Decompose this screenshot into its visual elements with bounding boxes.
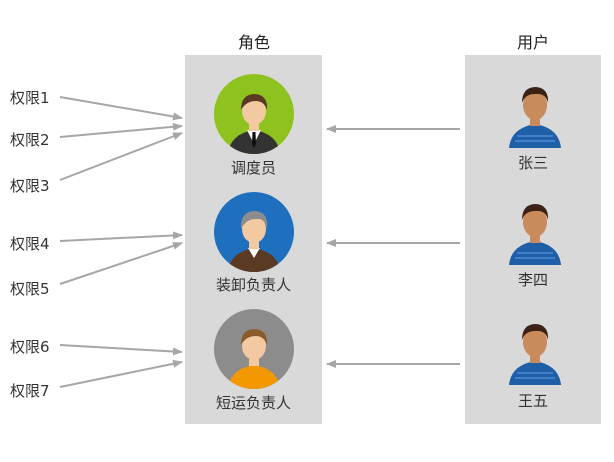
perm3-to-role1-arrow [59, 132, 183, 181]
permission-label: 权限3 [10, 177, 50, 195]
user-name-wangwu: 王五 [517, 392, 548, 410]
role-avatar-loading-lead-icon [214, 192, 294, 272]
roles-header: 角色 [237, 33, 270, 52]
user-name-lisi: 李四 [517, 271, 548, 289]
role-avatar-dispatcher-icon [214, 74, 294, 154]
perm4-to-role2-arrow [59, 231, 183, 242]
permission-label: 权限5 [10, 280, 50, 298]
user-avatar-wangwu-icon [509, 324, 561, 385]
role-name-dispatcher: 调度员 [230, 159, 276, 177]
role-name-loading-lead: 装卸负责人 [215, 276, 291, 294]
permission-label: 权限1 [10, 89, 50, 107]
users-header: 用户 [516, 33, 549, 52]
user-avatar-lisi-icon [509, 204, 561, 265]
role-name-transport-lead: 短运负责人 [215, 394, 291, 412]
perm6-to-role3-arrow [59, 344, 183, 356]
perm7-to-role3-arrow [59, 359, 183, 388]
permission-label: 权限6 [10, 338, 50, 356]
role-avatar-transport-lead-icon [214, 309, 294, 389]
user-avatar-zhangsan-icon [509, 87, 561, 148]
permission-label: 权限7 [10, 382, 50, 400]
perm5-to-role2-arrow [59, 242, 183, 285]
perm1-to-role1-arrow [59, 96, 183, 121]
perm2-to-role1-arrow [59, 122, 183, 138]
permission-label: 权限4 [10, 235, 50, 253]
permission-label: 权限2 [10, 131, 50, 149]
user-name-zhangsan: 张三 [517, 154, 548, 172]
